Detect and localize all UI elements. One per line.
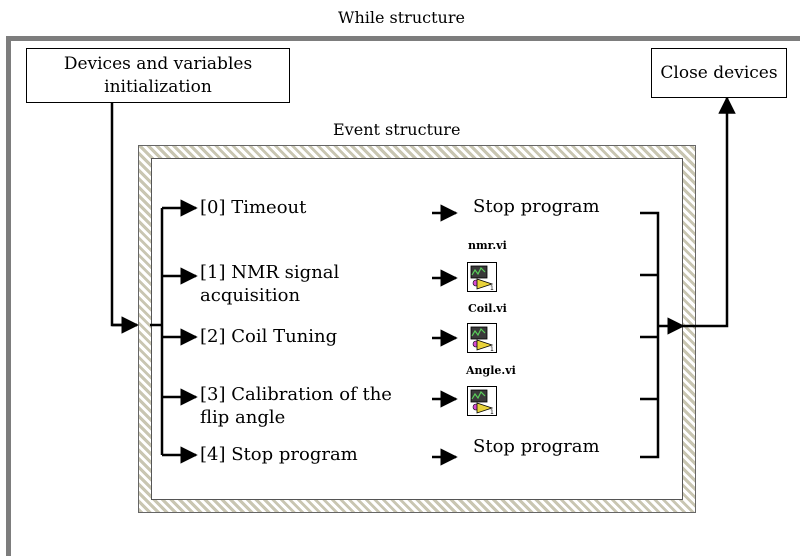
init-box-line2: initialization	[104, 76, 212, 97]
case-1-label: [1] NMR signal acquisition	[200, 262, 340, 307]
init-box-line1: Devices and variables	[63, 54, 253, 75]
svg-text:1: 1	[490, 409, 494, 416]
svg-text:1: 1	[490, 346, 494, 353]
case-2-label: [2] Coil Tuning	[200, 326, 338, 347]
nmr-vi-icon: 1	[467, 262, 497, 296]
close-devices-label: Close devices	[660, 62, 778, 83]
case-4-label: [4] Stop program	[200, 444, 358, 465]
init-box: Devices and variables initialization	[26, 48, 290, 103]
event-structure-body	[151, 158, 683, 500]
case-3-vi-name: Angle.vi	[466, 364, 516, 377]
case-1-vi-name: nmr.vi	[468, 239, 507, 252]
coil-vi-icon: 1	[467, 323, 497, 357]
angle-vi-icon: 1	[467, 386, 497, 420]
close-devices-box: Close devices	[651, 48, 787, 98]
case-0-action-stop-program: Stop program	[473, 196, 600, 217]
while-structure-title: While structure	[338, 8, 465, 27]
svg-text:1: 1	[490, 285, 494, 292]
case-0-label: [0] Timeout	[200, 197, 307, 218]
case-4-action-stop-program: Stop program	[473, 436, 600, 457]
while-structure-frame	[6, 36, 800, 556]
case-2-vi-name: Coil.vi	[468, 302, 507, 315]
event-structure-title: Event structure	[333, 120, 461, 139]
case-3-label: [3] Calibration of the flip angle	[200, 384, 392, 429]
event-internal-wires	[112, 199, 697, 466]
event-to-close-wire	[697, 96, 736, 328]
